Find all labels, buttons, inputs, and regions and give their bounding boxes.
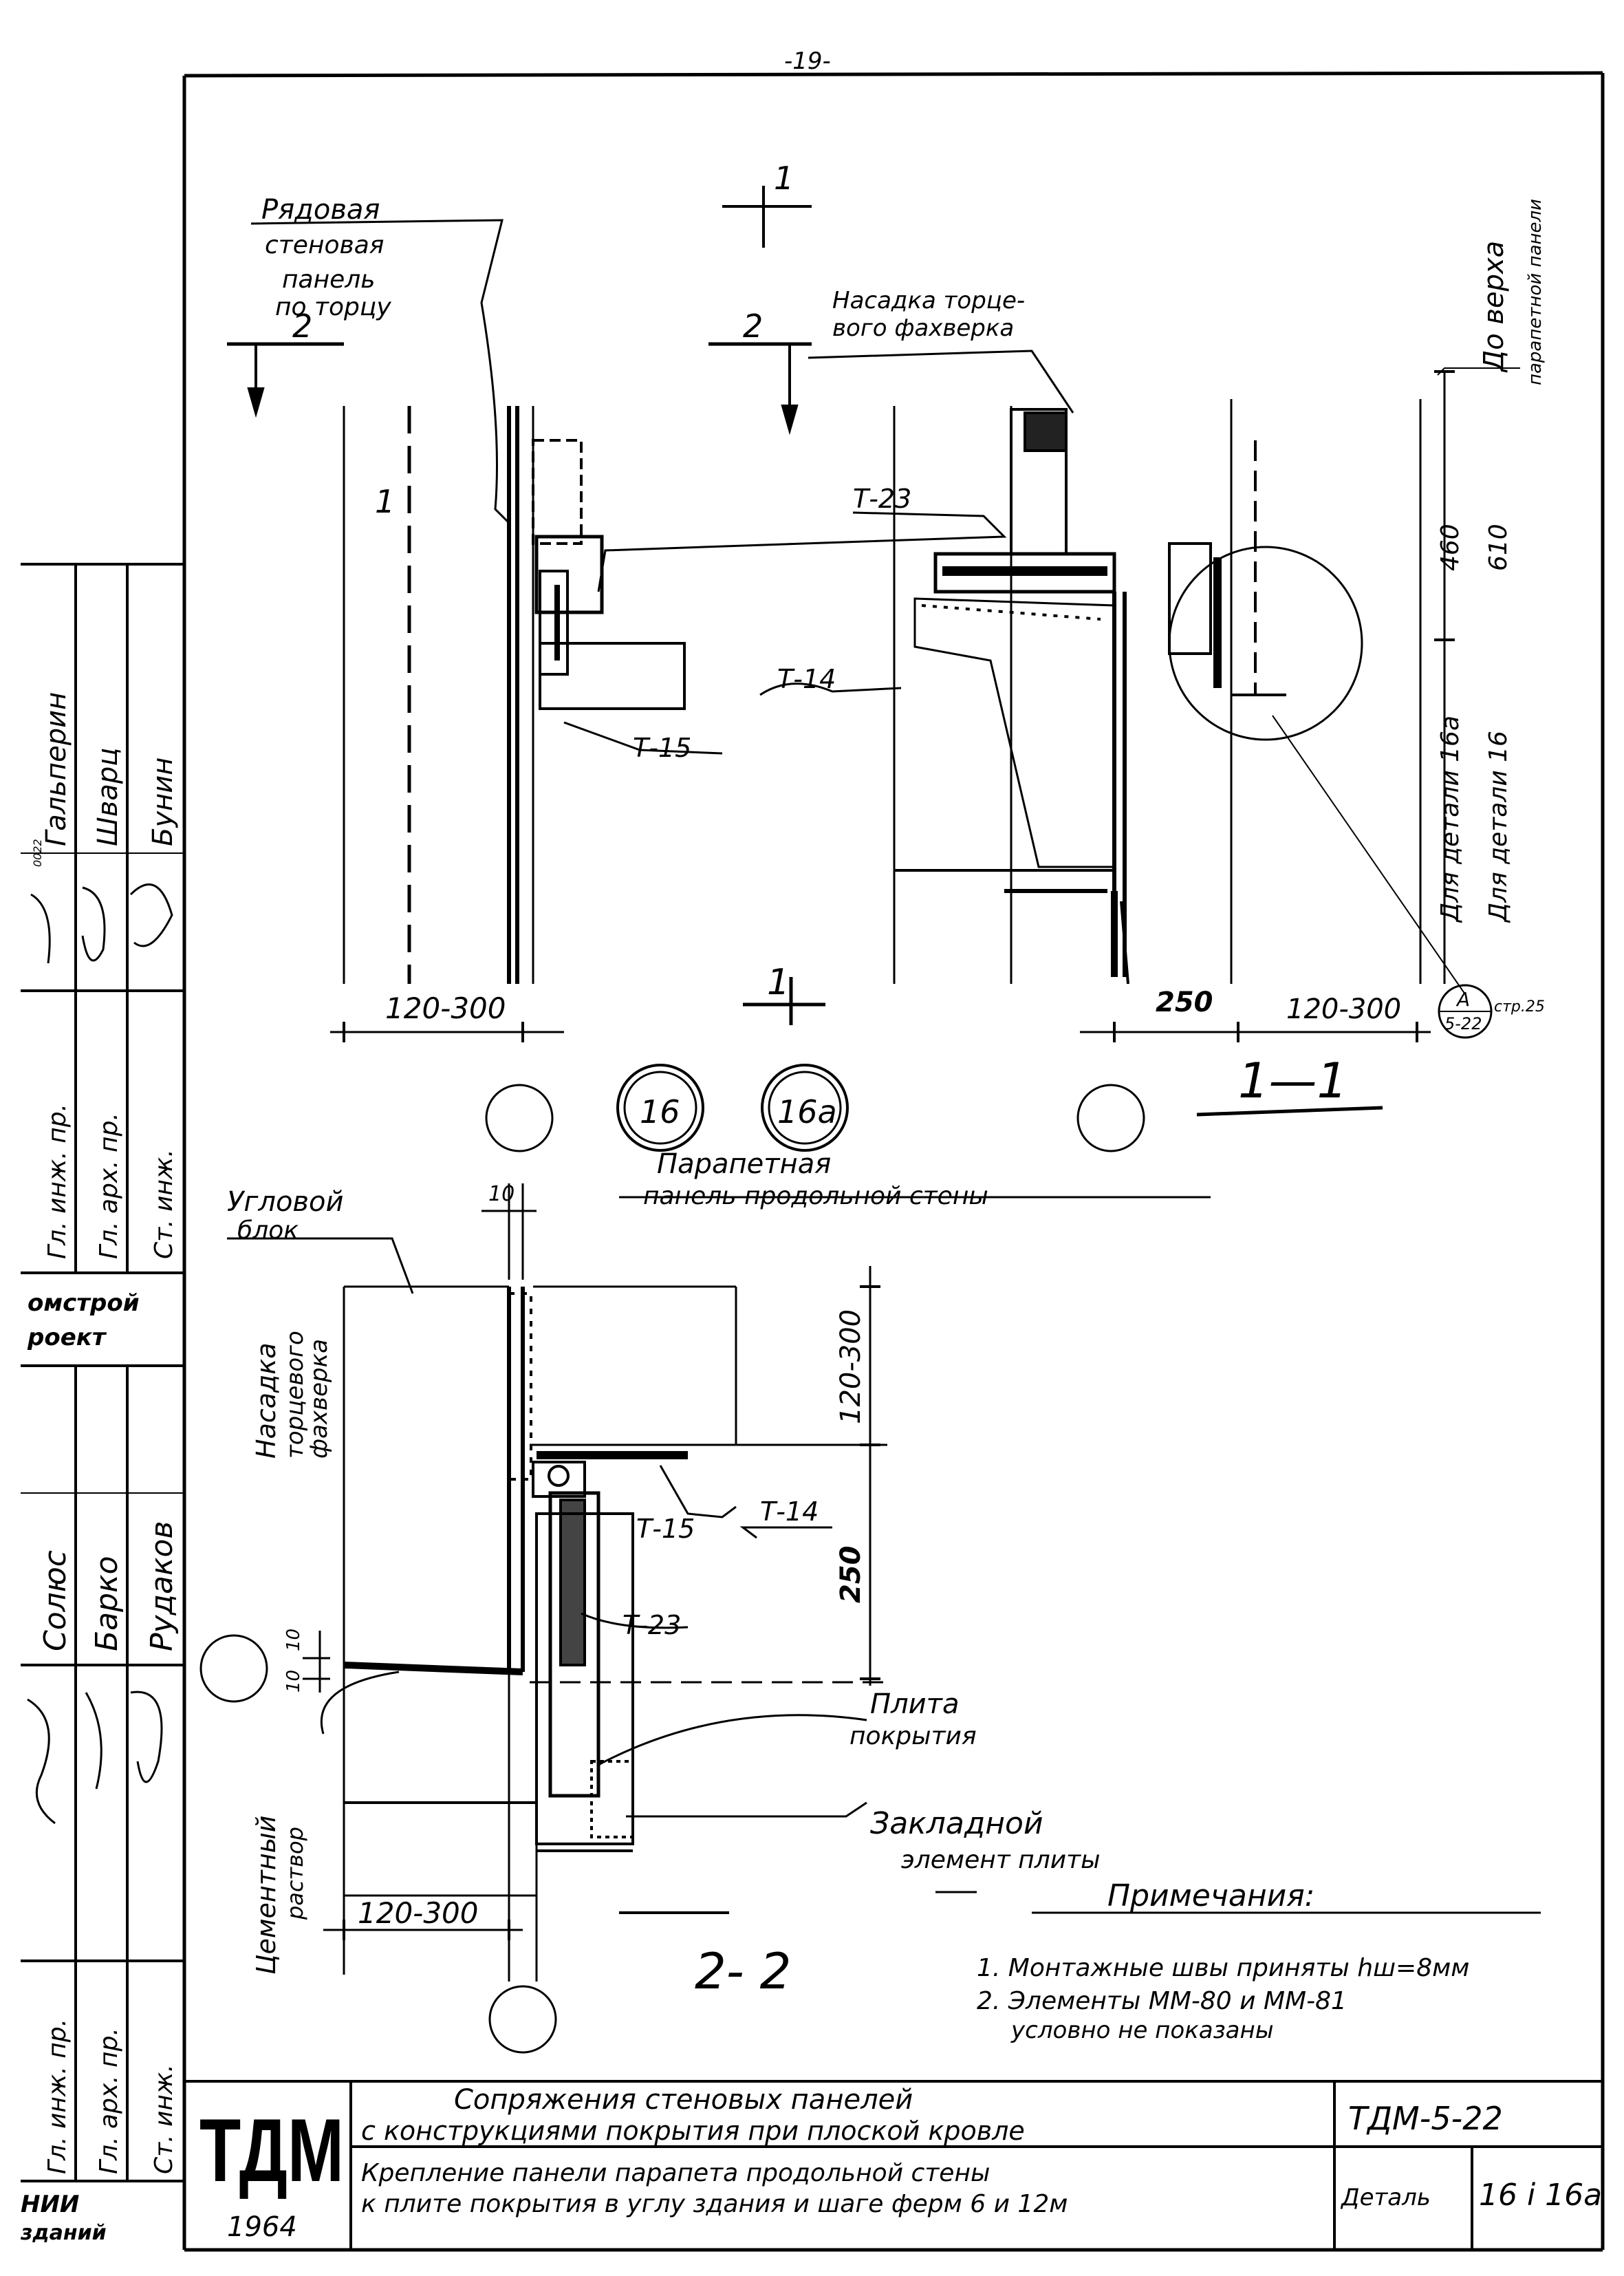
dim-460: 460: [1436, 524, 1464, 571]
for-detail-16a: Для детали 16а: [1436, 716, 1464, 923]
subtitle-line-2: к плите покрытия в углу здания и шаге фе…: [361, 2190, 1068, 2218]
dim-250-b: 250: [835, 1546, 867, 1604]
nasadka-label-1: Насадка торце-: [832, 287, 1025, 314]
t15-label-top: Т-15: [633, 733, 691, 763]
stamp-role-bottom-2: Гл. арх. пр.: [95, 2028, 123, 2174]
section-2-2-drawing: [199, 1183, 1541, 2054]
stamp-name-bottom-3: Рудаков: [144, 1521, 180, 1651]
nasadka-label-2: вого фахверка: [832, 314, 1014, 342]
stamp-role-top-1: Гл. инж. пр.: [43, 1104, 72, 1259]
callout-a-top: А: [1455, 988, 1470, 1011]
dim-10-b: 10: [283, 1670, 304, 1693]
section-1-1-title: 1—1: [1238, 1053, 1347, 1109]
section-2-2-title: 2- 2: [695, 1942, 791, 2000]
t15-label-bottom: Т-15: [636, 1514, 695, 1544]
stamp-name-bottom-1: Солюс: [38, 1550, 73, 1651]
cut-mark-2-left: 2: [292, 308, 312, 345]
parapet-panel-2: панель продольной стены: [643, 1182, 988, 1210]
dim-120-300-a: 120-300: [385, 991, 506, 1025]
note-2b: условно не показаны: [1010, 2017, 1274, 2044]
dim-120-300-d: 120-300: [358, 1896, 479, 1930]
parapet-panel-1: Парапетная: [657, 1148, 831, 1180]
mark-1: 1: [375, 483, 395, 520]
cement-2: раствор: [282, 1827, 308, 1920]
dim-120-300-b: 120-300: [1286, 994, 1401, 1025]
row-panel-label-3: панель: [282, 266, 376, 294]
row-panel-label-1: Рядовая: [261, 194, 380, 226]
signature-marks: [27, 883, 173, 1825]
title-line-2: с конструкциями покрытия при плоской кро…: [361, 2116, 1025, 2146]
title-block-grid: [184, 2080, 1603, 2250]
note-2: 2. Элементы ММ-80 и ММ-81: [977, 1987, 1347, 2015]
section-2-2-labels: Угловой блок 10 Парапетная панель продол…: [227, 1148, 1469, 2044]
cement-1: Цементный: [251, 1816, 281, 1975]
nasadka-side-3: фахверка: [305, 1339, 333, 1459]
stamp-name-top-1: Гальперин: [41, 692, 72, 846]
stamp-year: 1964: [227, 2211, 297, 2243]
row-panel-label-2: стеновая: [265, 231, 384, 259]
section-1-1-labels: Рядовая стеновая панель по торцу 2 2 1 1…: [261, 160, 1546, 1130]
stamp-small-code: 0022: [31, 839, 44, 867]
stamp-name-bottom-2: Барко: [89, 1556, 124, 1651]
title-line-1: Сопряжения стеновых панелей: [454, 2084, 913, 2116]
for-detail-16: Для детали 16: [1484, 731, 1513, 923]
stamp-org-1: омстрой: [28, 1289, 140, 1317]
stamp-dept-1: НИИ: [21, 2191, 79, 2218]
sheet-frame: [182, 71, 1605, 2252]
nasadka-side-2: торцевого: [281, 1331, 309, 1459]
nasadka-side-1: Насадка: [251, 1342, 281, 1459]
stamp-org-2: роект: [27, 1324, 107, 1351]
stamp-role-bottom-3: Ст. инж.: [150, 2064, 178, 2174]
page-number: -19-: [784, 47, 831, 75]
cut-mark-1-top: 1: [774, 160, 794, 197]
stamp-role-top-2: Гл. арх. пр.: [95, 1113, 123, 1259]
row-panel-label-4: по торцу: [275, 293, 391, 321]
detail-16: 16: [640, 1093, 680, 1130]
t23-label-top: Т-23: [853, 484, 911, 514]
stamp-name-top-3: Бунин: [147, 758, 179, 846]
t14-label-bottom: Т-14: [760, 1496, 819, 1527]
parapet-panel-top-label: парапетной панели: [1525, 199, 1546, 385]
plita-1: Плита: [870, 1688, 959, 1720]
section-1-1-drawing: [227, 186, 1520, 1152]
callout-a-bottom: 5-22: [1444, 1014, 1482, 1033]
stamp-name-top-2: Шварц: [92, 748, 124, 846]
logo-tdm: ТДМ: [199, 2100, 344, 2200]
dim-10-top: 10: [488, 1182, 515, 1206]
cut-mark-1-bottom: 1: [767, 962, 790, 1003]
detail-value: 16 і 16а: [1479, 2178, 1602, 2213]
zakladnoy-1: Закладной: [870, 1806, 1043, 1841]
notes-title: Примечания:: [1107, 1878, 1315, 1913]
left-stamp-text: Гл. инж. пр. Гл. арх. пр. Ст. инж. Гальп…: [20, 692, 180, 2245]
dim-610: 610: [1484, 524, 1513, 571]
stamp-dept-2: зданий: [20, 2221, 107, 2245]
title-block-text: ТДМ 1964 Сопряжения стеновых панелей с к…: [199, 2084, 1602, 2243]
detail-16a: 16а: [777, 1093, 837, 1130]
doc-code: ТДМ-5-22: [1348, 2100, 1503, 2137]
stamp-role-top-3: Ст. инж.: [150, 1149, 178, 1259]
stamp-role-bottom-1: Гл. инж. пр.: [43, 2019, 72, 2174]
dim-250-a: 250: [1156, 987, 1213, 1018]
dim-10-a: 10: [283, 1629, 304, 1651]
corner-block-2: блок: [237, 1216, 299, 1245]
t23-label-bottom: Т-23: [622, 1610, 681, 1640]
left-stamp-grid: [21, 563, 184, 2182]
subtitle-line-1: Крепление панели парапета продольной сте…: [361, 2159, 990, 2187]
zakladnoy-2: элемент плиты: [901, 1846, 1101, 1874]
t14-label-top: Т-14: [777, 664, 836, 694]
dim-120-300-c: 120-300: [835, 1309, 867, 1424]
corner-block-1: Угловой: [227, 1186, 343, 1218]
callout-page: стр.25: [1494, 998, 1545, 1016]
plita-2: покрытия: [849, 1722, 977, 1750]
detail-label: Деталь: [1340, 2184, 1431, 2211]
cut-mark-2-right: 2: [743, 308, 763, 345]
do-verha-label: До верха: [1478, 241, 1510, 373]
note-1: 1. Монтажные швы приняты hш=8мм: [977, 1954, 1469, 1982]
